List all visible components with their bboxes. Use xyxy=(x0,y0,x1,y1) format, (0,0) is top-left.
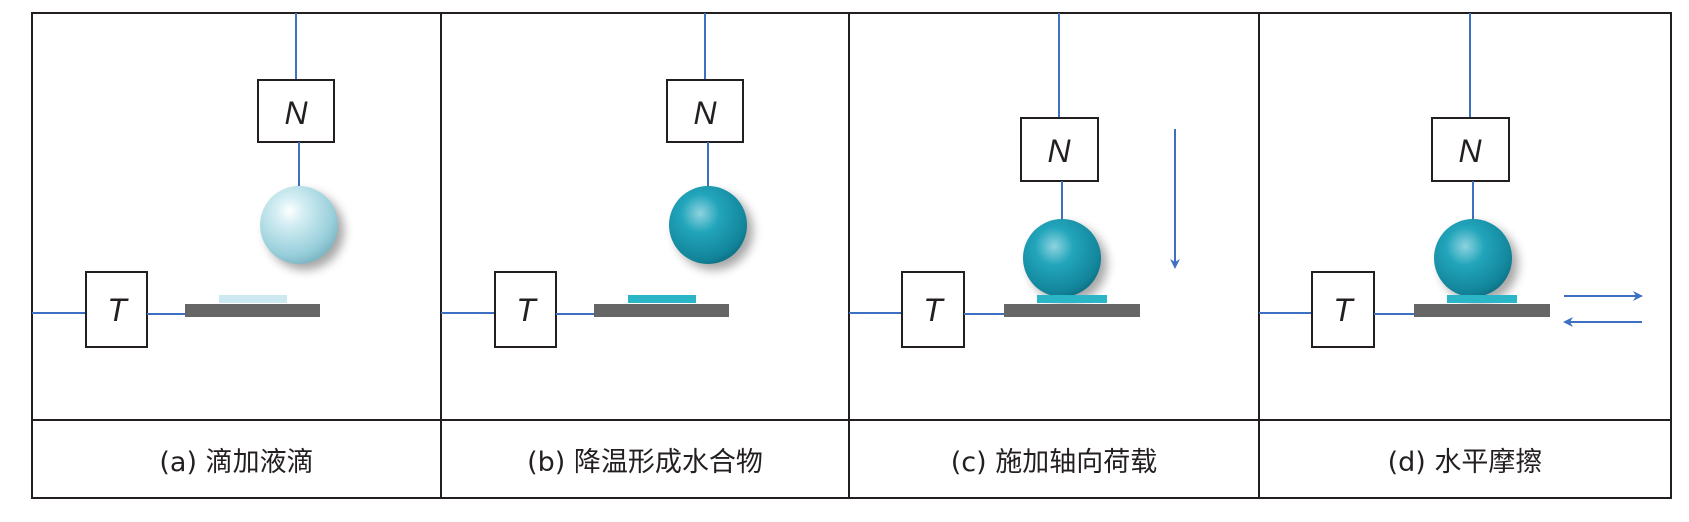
substrate xyxy=(185,304,320,317)
panel-a: N T xyxy=(32,13,344,348)
tangential-force-sensor-box xyxy=(901,271,965,348)
liquid-droplet-film xyxy=(219,295,287,303)
normal-force-label: N xyxy=(284,95,308,131)
substrate xyxy=(1414,304,1550,317)
panel-d: N T xyxy=(1259,13,1643,348)
hydrate-film xyxy=(1447,295,1517,303)
ball-probe xyxy=(1023,219,1101,297)
tangential-force-label: T xyxy=(923,292,945,328)
normal-force-label: N xyxy=(1047,133,1071,169)
tangential-force-label: T xyxy=(1333,292,1355,328)
normal-force-label: N xyxy=(693,95,717,131)
caption-d: (d) 水平摩擦 xyxy=(1387,446,1543,478)
substrate xyxy=(594,304,729,317)
normal-force-sensor-box xyxy=(1431,117,1510,182)
caption-a: (a) 滴加液滴 xyxy=(159,446,314,478)
figure-frame xyxy=(31,12,1672,499)
ball-probe xyxy=(260,186,338,264)
normal-force-sensor-box xyxy=(257,79,335,143)
hydrate-film xyxy=(1037,295,1107,303)
tangential-force-sensor-box xyxy=(85,271,148,348)
tangential-force-sensor-box xyxy=(1311,271,1375,348)
normal-force-label: N xyxy=(1458,133,1482,169)
normal-force-sensor-box xyxy=(666,79,744,143)
ball-probe xyxy=(1434,219,1512,297)
substrate xyxy=(1004,304,1140,317)
panel-c: N T xyxy=(849,13,1180,348)
ball-probe xyxy=(669,186,747,264)
tangential-force-label: T xyxy=(107,292,129,328)
caption-c: (c) 施加轴向荷载 xyxy=(950,446,1158,478)
normal-force-sensor-box xyxy=(1020,117,1099,182)
hydrate-film xyxy=(628,295,696,303)
tangential-force-label: T xyxy=(516,292,538,328)
tangential-force-sensor-box xyxy=(494,271,557,348)
panel-b: N T xyxy=(441,13,753,348)
caption-b: (b) 降温形成水合物 xyxy=(527,446,763,478)
